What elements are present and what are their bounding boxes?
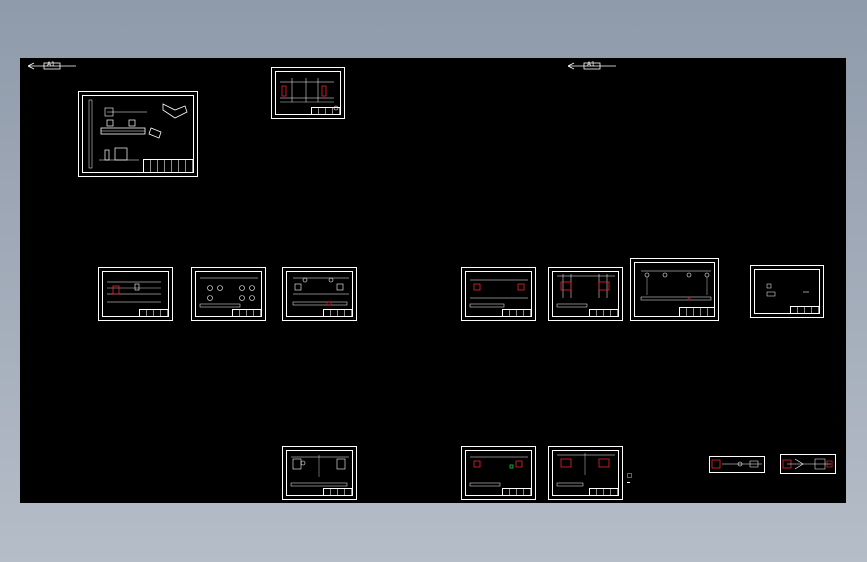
cad-drawing-canvas[interactable]: A1 A1 [20, 58, 846, 503]
small-marker [627, 473, 632, 478]
sheet-part-1[interactable] [709, 456, 765, 473]
title-arrow-icon [28, 62, 76, 70]
title-mark-label: A1 [587, 61, 595, 68]
sheet-row1-2[interactable] [191, 267, 266, 321]
sheet-row1-3[interactable] [282, 267, 357, 321]
assembly-view [88, 99, 188, 169]
row1-6-view [640, 270, 712, 301]
sheet-row1-4[interactable] [461, 267, 536, 321]
row1-7-view [766, 283, 809, 297]
title-mark-label: A1 [47, 61, 55, 68]
title-arrow-icon [568, 62, 616, 70]
sheet-row2-1[interactable] [282, 446, 357, 500]
part-1-view [711, 459, 762, 469]
row1-5-view [556, 274, 615, 308]
title-mark-left: A1 [28, 61, 76, 70]
sheet-row1-5[interactable] [548, 267, 623, 321]
sheet-row2-2[interactable] [461, 446, 536, 500]
sheet-row2-3[interactable] [548, 446, 623, 500]
row2-1-view [290, 455, 349, 487]
top-small-view [280, 78, 339, 111]
row2-2-view [469, 456, 528, 487]
row1-2-view [199, 277, 258, 308]
small-marker-line [627, 482, 630, 483]
row1-1-view [107, 281, 161, 303]
sheet-row1-7[interactable] [750, 265, 824, 318]
part-2-view [782, 458, 833, 470]
row2-3-view [556, 453, 615, 487]
title-mark-right: A1 [568, 61, 616, 70]
sheet-assembly[interactable] [78, 91, 198, 177]
sheet-top-small[interactable] [271, 67, 345, 119]
sheet-row1-6[interactable] [630, 258, 719, 321]
row1-4-view [469, 279, 528, 308]
row1-3-view [292, 277, 349, 306]
sheet-part-2[interactable] [780, 454, 836, 474]
sheet-row1-1[interactable] [98, 267, 173, 321]
